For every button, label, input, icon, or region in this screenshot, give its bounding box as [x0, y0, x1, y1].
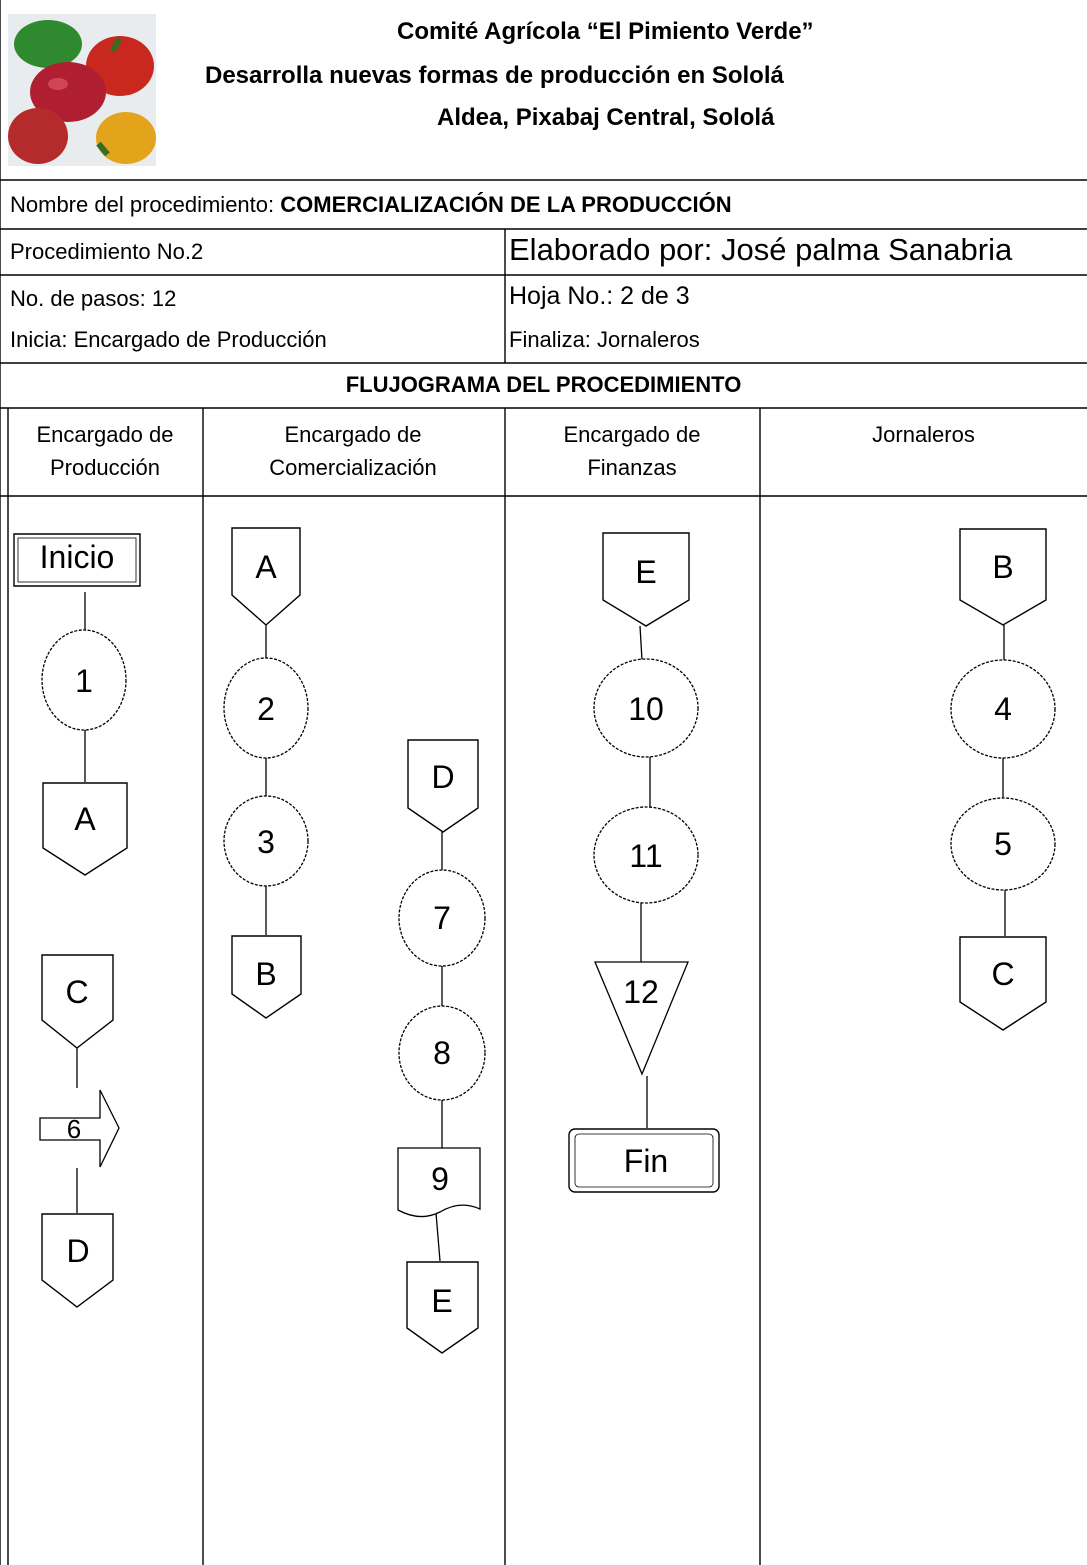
- start-actor: Inicia: Encargado de Producción: [10, 327, 327, 352]
- connector-a-comercializacion-label: A: [255, 549, 277, 585]
- connector-a-produccion-label: A: [74, 801, 96, 837]
- terminal-inicio: Inicio: [13, 533, 141, 587]
- connector-b-comercializacion-label: B: [255, 956, 276, 992]
- connector-e-comercializacion-label: E: [431, 1283, 452, 1319]
- peppers-logo-image: [8, 14, 156, 166]
- connector-c-jornaleros-label: C: [991, 956, 1014, 992]
- connector-a-produccion: [42, 782, 128, 876]
- connectors: [76, 592, 1006, 1262]
- step-10-circle: [593, 658, 699, 758]
- step-12-triangle: [594, 961, 689, 1076]
- step-5-circle: [950, 797, 1056, 891]
- flowchart-title: FLUJOGRAMA DEL PROCEDIMIENTO: [345, 372, 742, 397]
- step-7-label: 7: [433, 900, 451, 936]
- step-8-circle: [398, 1005, 486, 1101]
- step-10-label: 10: [628, 691, 664, 727]
- step-count: No. de pasos: 12: [10, 286, 177, 311]
- step-4-circle: [950, 659, 1056, 759]
- header-location: Aldea, Pixabaj Central, Sololá: [437, 104, 775, 131]
- connector-b-comercializacion: [231, 935, 302, 1019]
- step-5-label: 5: [994, 826, 1012, 862]
- step-2-label: 2: [257, 691, 275, 727]
- procedure-name: COMERCIALIZACIÓN DE LA PRODUCCIÓN: [280, 192, 732, 217]
- header-title: Comité Agrícola “El Pimiento Verde”: [397, 18, 814, 45]
- connector-e-comercializacion: [406, 1261, 479, 1354]
- step-3-circle: [223, 795, 309, 887]
- procedure-name-label: Nombre del procedimiento:: [10, 192, 281, 217]
- fin-label: Fin: [624, 1143, 668, 1179]
- connector-b-jornaleros: [959, 528, 1047, 626]
- step-8-label: 8: [433, 1035, 451, 1071]
- step-9-label: 9: [431, 1161, 449, 1197]
- step-11-circle: [593, 806, 699, 904]
- step-9-document: [397, 1147, 481, 1218]
- connector-e-finanzas: [602, 532, 690, 627]
- step-6-label: 6: [67, 1114, 81, 1144]
- end-actor: Finaliza: Jornaleros: [509, 327, 700, 352]
- lane-header-jornaleros: Jornaleros: [872, 422, 975, 447]
- step-2-circle: [223, 657, 309, 759]
- connector-a-comercializacion: [231, 527, 301, 626]
- step-1-circle: [41, 629, 127, 731]
- step-3-label: 3: [257, 824, 275, 860]
- procedure-number: Procedimiento No.2: [10, 239, 204, 264]
- connector-d-comercializacion-label: D: [431, 759, 454, 795]
- step-12-label: 12: [623, 974, 659, 1010]
- step-7-circle: [398, 869, 486, 967]
- sheet-number: Hoja No.: 2 de 3: [509, 282, 690, 310]
- step-1-label: 1: [75, 663, 93, 699]
- connector-c-jornaleros: [959, 936, 1047, 1031]
- connector-b-jornaleros-label: B: [992, 549, 1013, 585]
- step-4-label: 4: [994, 691, 1012, 727]
- connector-c-produccion: [41, 954, 114, 1049]
- procedure-name-row: Nombre del procedimiento: COMERCIALIZACI…: [10, 194, 732, 216]
- header-subtitle: Desarrolla nuevas formas de producción e…: [205, 62, 784, 89]
- step-11-label: 11: [629, 838, 662, 874]
- connector-d-produccion: [41, 1213, 114, 1308]
- connector-d-comercializacion: [407, 739, 479, 833]
- header: Comité Agrícola “El Pimiento Verde” Desa…: [0, 0, 1087, 180]
- terminal-fin: Fin: [568, 1128, 720, 1193]
- inicio-label: Inicio: [40, 539, 115, 575]
- connector-c-produccion-label: C: [65, 974, 88, 1010]
- step-6-arrow: [39, 1089, 120, 1168]
- prepared-by: Elaborado por: José palma Sanabria: [509, 232, 1013, 267]
- connector-e-finanzas-label: E: [635, 554, 656, 590]
- connector-d-produccion-label: D: [66, 1233, 89, 1269]
